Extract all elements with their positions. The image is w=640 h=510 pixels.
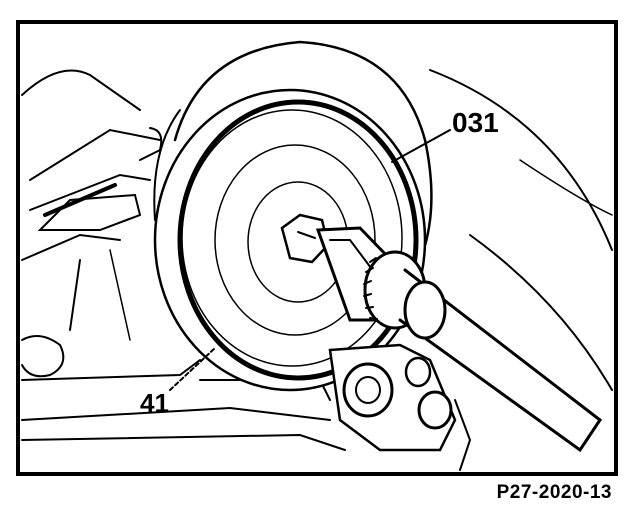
mechanical-drawing (21, 40, 613, 471)
callout-031-leader (391, 129, 451, 163)
figure-id-label: P27-2020-13 (496, 482, 612, 503)
callout-031: 031 (452, 107, 499, 138)
callout-41: 41 (140, 388, 169, 418)
seal-ring (177, 99, 419, 381)
callout-41-leader (169, 347, 216, 391)
